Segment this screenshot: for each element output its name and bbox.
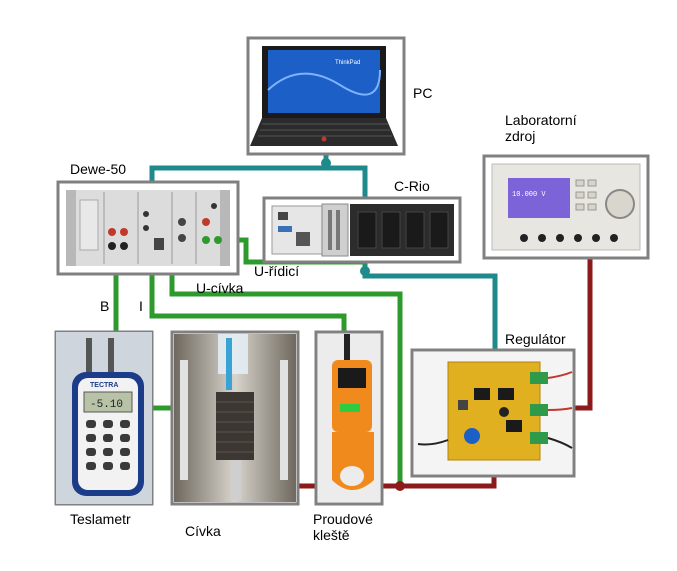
teslametr-brand-text: TECTRA bbox=[90, 382, 118, 389]
green-wire-u-civka bbox=[169, 269, 403, 487]
label-clamp-line1: Proudové bbox=[313, 511, 373, 527]
label-clamp-line2: kleště bbox=[313, 527, 350, 543]
regulator-terminal-2 bbox=[530, 404, 548, 416]
label-dewe-50: Dewe-50 bbox=[70, 161, 127, 177]
label-c-rio: C-Rio bbox=[394, 178, 430, 194]
coil-probe-holder bbox=[218, 334, 248, 374]
label-civka: Cívka bbox=[185, 523, 221, 539]
laptop-keyboard bbox=[250, 118, 398, 146]
teal-junction-pc bbox=[321, 158, 331, 168]
teslametr-photo: TECTRA -5.10 bbox=[54, 330, 154, 506]
red-wire-junction bbox=[395, 481, 405, 491]
laptop-brand-text: ThinkPad bbox=[335, 60, 360, 66]
label-u-civka: U-cívka bbox=[196, 280, 244, 296]
label-lab-supply-line2: zdroj bbox=[505, 128, 536, 144]
teslametr-reading: -5.10 bbox=[90, 399, 123, 411]
coil-winding bbox=[216, 392, 254, 460]
teal-wire-regulator bbox=[362, 259, 498, 353]
label-pc: PC bbox=[413, 85, 433, 101]
psu-knob bbox=[605, 189, 635, 219]
pc-photo: ThinkPad bbox=[246, 36, 406, 156]
teal-junction-crio bbox=[360, 266, 370, 276]
laptop-screen bbox=[268, 50, 380, 113]
civka-photo bbox=[170, 330, 300, 506]
red-wire-psu bbox=[571, 255, 593, 411]
regulator-terminal-1 bbox=[530, 372, 548, 384]
regulator-terminal-3 bbox=[530, 432, 548, 444]
psu-display bbox=[508, 178, 570, 218]
regulator-photo bbox=[410, 348, 576, 478]
green-wire-current bbox=[149, 269, 347, 339]
teslametr-display bbox=[83, 391, 133, 413]
dewe-50-photo bbox=[56, 180, 240, 276]
psu-readout-text: 10.000 V bbox=[512, 191, 546, 199]
power-supply-photo: 10.000 V bbox=[482, 154, 650, 260]
regulator-pcb bbox=[447, 361, 541, 461]
label-teslametr: Teslametr bbox=[70, 511, 131, 527]
label-u-ridici: U-řídicí bbox=[254, 263, 300, 279]
label-b: B bbox=[100, 298, 110, 314]
proudove-kleste-photo bbox=[314, 330, 384, 506]
label-i: I bbox=[139, 298, 143, 314]
label-lab-supply-line1: Laboratorní bbox=[505, 112, 577, 128]
label-regulator: Regulátor bbox=[505, 331, 566, 347]
crio-module-io bbox=[321, 203, 349, 257]
c-rio-photo bbox=[262, 196, 462, 264]
